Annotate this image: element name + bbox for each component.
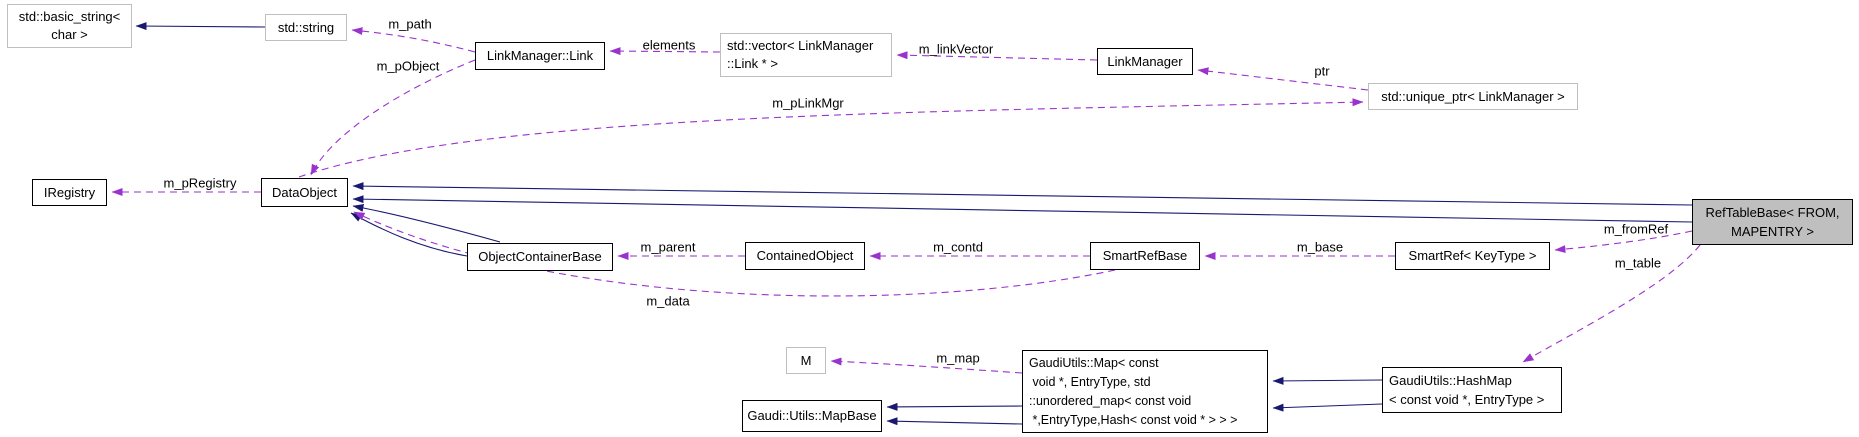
node-gaudi-utils-mapbase[interactable]: Gaudi::Utils::MapBase: [742, 400, 882, 432]
edge-label-m-data: m_data: [646, 293, 690, 309]
node-label: LinkManager::Link: [486, 48, 594, 63]
node-label: LinkManager: [1107, 53, 1183, 69]
node-label-line: ::Link * >: [727, 56, 778, 71]
edge-hashmap-to-map-1: [1272, 376, 1383, 385]
edge-m-table: [1522, 244, 1701, 363]
node-gaudiutils-map[interactable]: GaudiUtils::Map< const void *, EntryType…: [1022, 350, 1268, 433]
node-reftablebase-main[interactable]: RefTableBase< FROM, MAPENTRY >: [1692, 199, 1853, 245]
edge-label-m-table: m_table: [1614, 255, 1662, 271]
edge-label-ptr: ptr: [1314, 63, 1330, 79]
node-label: M: [800, 352, 812, 368]
edge-label-m-contd: m_contd: [933, 239, 983, 255]
node-gaudiutils-hashmap[interactable]: GaudiUtils::HashMap < const void *, Entr…: [1382, 367, 1562, 413]
edge-stdstring-to-basicstring: [135, 22, 266, 31]
node-label-line: GaudiUtils::Map< const: [1029, 355, 1159, 370]
edge-m-map: [830, 357, 1023, 374]
edge-m-data: [353, 211, 1116, 297]
node-label-line: RefTableBase< FROM,: [1705, 205, 1840, 220]
node-label: SmartRef< KeyType >: [1408, 248, 1537, 263]
node-label: Gaudi::Utils::MapBase: [747, 408, 877, 423]
node-containedobject[interactable]: ContainedObject: [745, 242, 865, 270]
node-label-line: GaudiUtils::HashMap: [1389, 373, 1512, 388]
edge-map-to-mapbase-2: [886, 417, 1023, 426]
node-linkmanager[interactable]: LinkManager: [1097, 48, 1193, 75]
edge-m-plinkmgr: [298, 98, 1364, 178]
node-label-line: ::unordered_map< const void: [1029, 393, 1192, 408]
edge-label-m-plinkmgr: m_pLinkMgr: [772, 95, 844, 111]
edge-label-m-linkvector: m_linkVector: [918, 41, 994, 57]
node-std-vector-link[interactable]: std::vector< LinkManager ::Link * >: [720, 33, 892, 77]
edge-label-m-fromref: m_fromRef: [1603, 221, 1669, 237]
edge-objectcontainerbase-to-dataobject-1: [352, 203, 501, 243]
edge-label-m-pobject: m_pObject: [376, 58, 440, 74]
node-label: std::string: [277, 19, 335, 35]
edge-reftablebase-to-dataobject-2: [352, 195, 1693, 223]
edge-m-pobject: [310, 59, 476, 176]
edge-reftablebase-to-dataobject-1: [352, 182, 1693, 206]
node-label: SmartRefBase: [1102, 248, 1188, 263]
node-label-line: MAPENTRY >: [1731, 224, 1814, 239]
edge-label-elements: elements: [642, 37, 696, 53]
node-label-line: *,EntryType,Hash< const void * > > >: [1029, 412, 1238, 427]
edge-m-path: [351, 27, 476, 53]
edge-ptr: [1197, 67, 1369, 91]
node-std-basic-string[interactable]: std::basic_string< char >: [7, 4, 132, 48]
node-objectcontainerbase[interactable]: ObjectContainerBase: [467, 243, 613, 271]
node-label-line: < const void *, EntryType >: [1389, 392, 1545, 407]
node-smartref-keytype[interactable]: SmartRef< KeyType >: [1395, 242, 1550, 270]
edge-elements: [609, 47, 721, 56]
edge-hashmap-to-map-2: [1272, 403, 1383, 412]
node-label: IRegistry: [43, 184, 96, 200]
node-iregistry[interactable]: IRegistry: [32, 179, 107, 206]
edge-label-m-map: m_map: [936, 350, 980, 366]
node-label-line: std::vector< LinkManager: [727, 38, 874, 53]
node-label: DataObject: [271, 184, 338, 200]
node-label: std::unique_ptr< LinkManager >: [1381, 88, 1565, 104]
edge-m-fromref: [1554, 230, 1693, 254]
edge-label-m-pregistry: m_pRegistry: [163, 175, 237, 191]
node-label-line: void *, EntryType, std: [1029, 374, 1151, 389]
edge-label-m-base: m_base: [1296, 239, 1344, 255]
node-label: ObjectContainerBase: [478, 249, 602, 264]
node-label-line: std::basic_string<: [18, 9, 121, 24]
node-label-line: char >: [51, 27, 88, 42]
node-dataobject[interactable]: DataObject: [261, 178, 348, 207]
node-linkmanager-link[interactable]: LinkManager::Link: [475, 42, 605, 70]
edge-map-to-mapbase-1: [886, 402, 1023, 411]
node-label: ContainedObject: [756, 248, 854, 263]
node-smartrefbase[interactable]: SmartRefBase: [1090, 242, 1200, 270]
edge-label-m-parent: m_parent: [640, 239, 696, 255]
node-std-unique-ptr[interactable]: std::unique_ptr< LinkManager >: [1368, 83, 1578, 110]
edge-m-linkvector: [896, 51, 1098, 61]
node-std-string[interactable]: std::string: [265, 14, 347, 41]
node-m-template-param[interactable]: M: [786, 347, 826, 374]
edge-label-m-path: m_path: [388, 16, 432, 32]
